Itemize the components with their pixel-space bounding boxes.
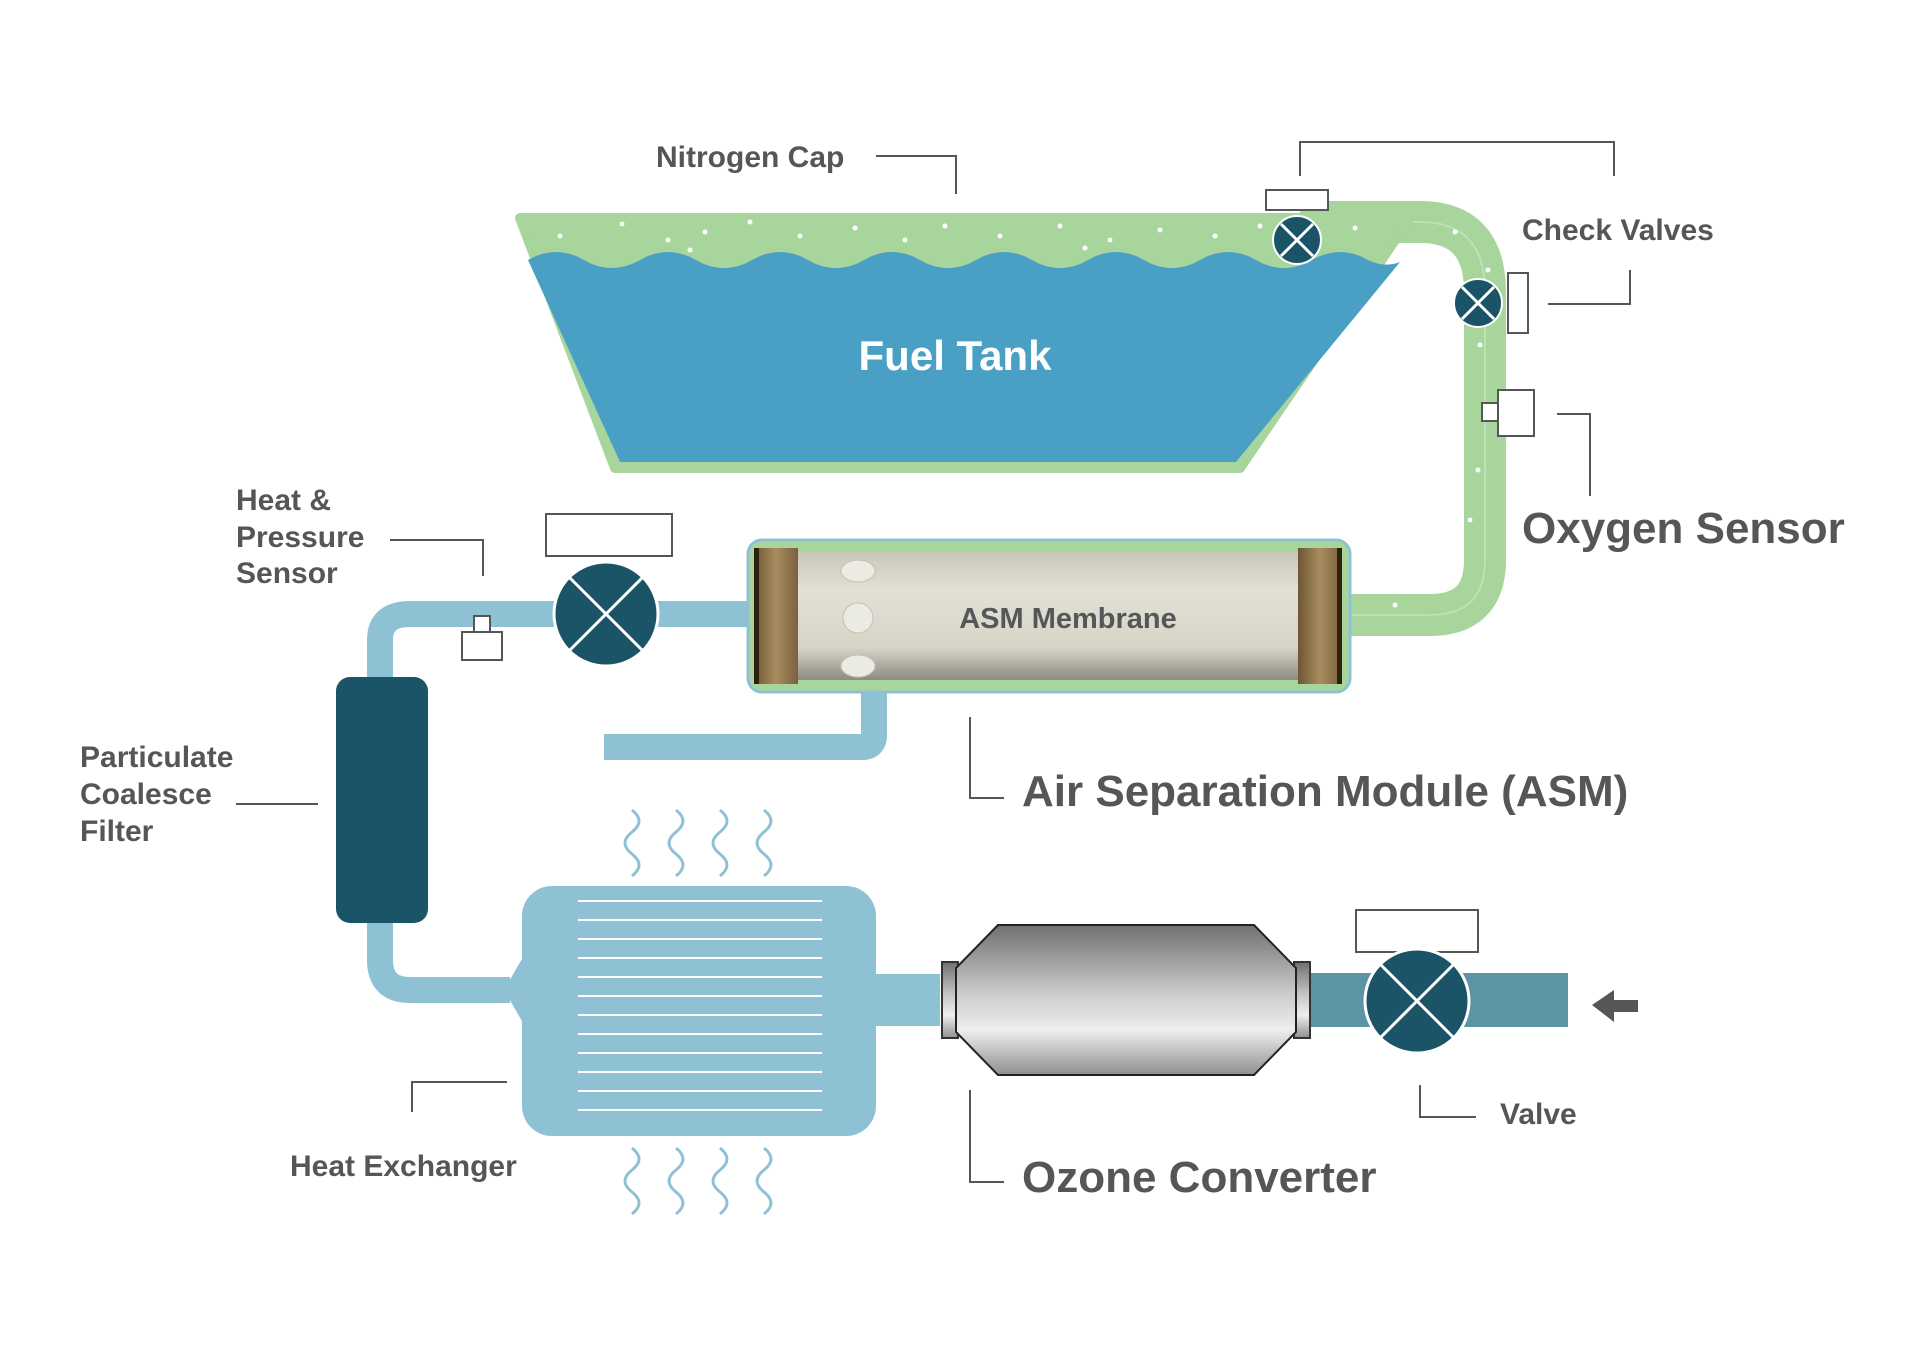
check-valve-top-box (1265, 189, 1329, 211)
nitrogen-cap-label: Nitrogen Cap (656, 141, 844, 174)
check-valves-label: Check Valves (1522, 214, 1714, 247)
particulate-coalesce-filter (336, 677, 428, 923)
ozone-converter-label: Ozone Converter (1022, 1153, 1377, 1202)
oxygen-sensor-label: Oxygen Sensor (1522, 504, 1845, 553)
inflow-arrow-icon (1592, 990, 1638, 1022)
leader-lines (236, 141, 1631, 1183)
asm-vent-pipe (604, 690, 887, 760)
asm-membrane-label: ASM Membrane (959, 603, 1177, 635)
check-valve-top (1272, 215, 1322, 265)
particulate-filter-label: Particulate Coalesce Filter (80, 741, 242, 848)
oxygen-sensor (1481, 389, 1535, 437)
asm-inlet-valve (552, 560, 660, 668)
check-valve-side (1453, 278, 1503, 328)
ozone-converter (941, 924, 1311, 1076)
asm-valve-box (545, 513, 673, 557)
asm-end-cap-right (1298, 548, 1342, 684)
heat-exchanger (522, 886, 876, 1136)
exchanger-filter-pipe (367, 905, 510, 1003)
fuel-tank-fuel (528, 252, 1400, 462)
heat-pressure-sensor-label: Heat & Pressure Sensor (236, 484, 373, 590)
fuel-tank-label: Fuel Tank (859, 332, 1053, 379)
heat-waves-top (623, 808, 773, 878)
heat-waves-bottom (623, 1146, 773, 1216)
heat-exchanger-fins (578, 900, 822, 1111)
nitrogen-cap-bubbles (557, 219, 1358, 253)
inlet-valve-box (1355, 909, 1479, 953)
heat-exchanger-label: Heat Exchanger (290, 1150, 517, 1183)
heat-pressure-sensor (461, 615, 503, 661)
air-separation-module-label: Air Separation Module (ASM) (1022, 767, 1628, 816)
asm-end-cap-left (754, 548, 798, 684)
check-valve-side-box (1507, 272, 1529, 334)
inlet-valve (1363, 947, 1471, 1055)
asm-fibers (840, 559, 876, 678)
filter-sensor-pipe (367, 601, 760, 680)
valve-label: Valve (1500, 1098, 1577, 1131)
